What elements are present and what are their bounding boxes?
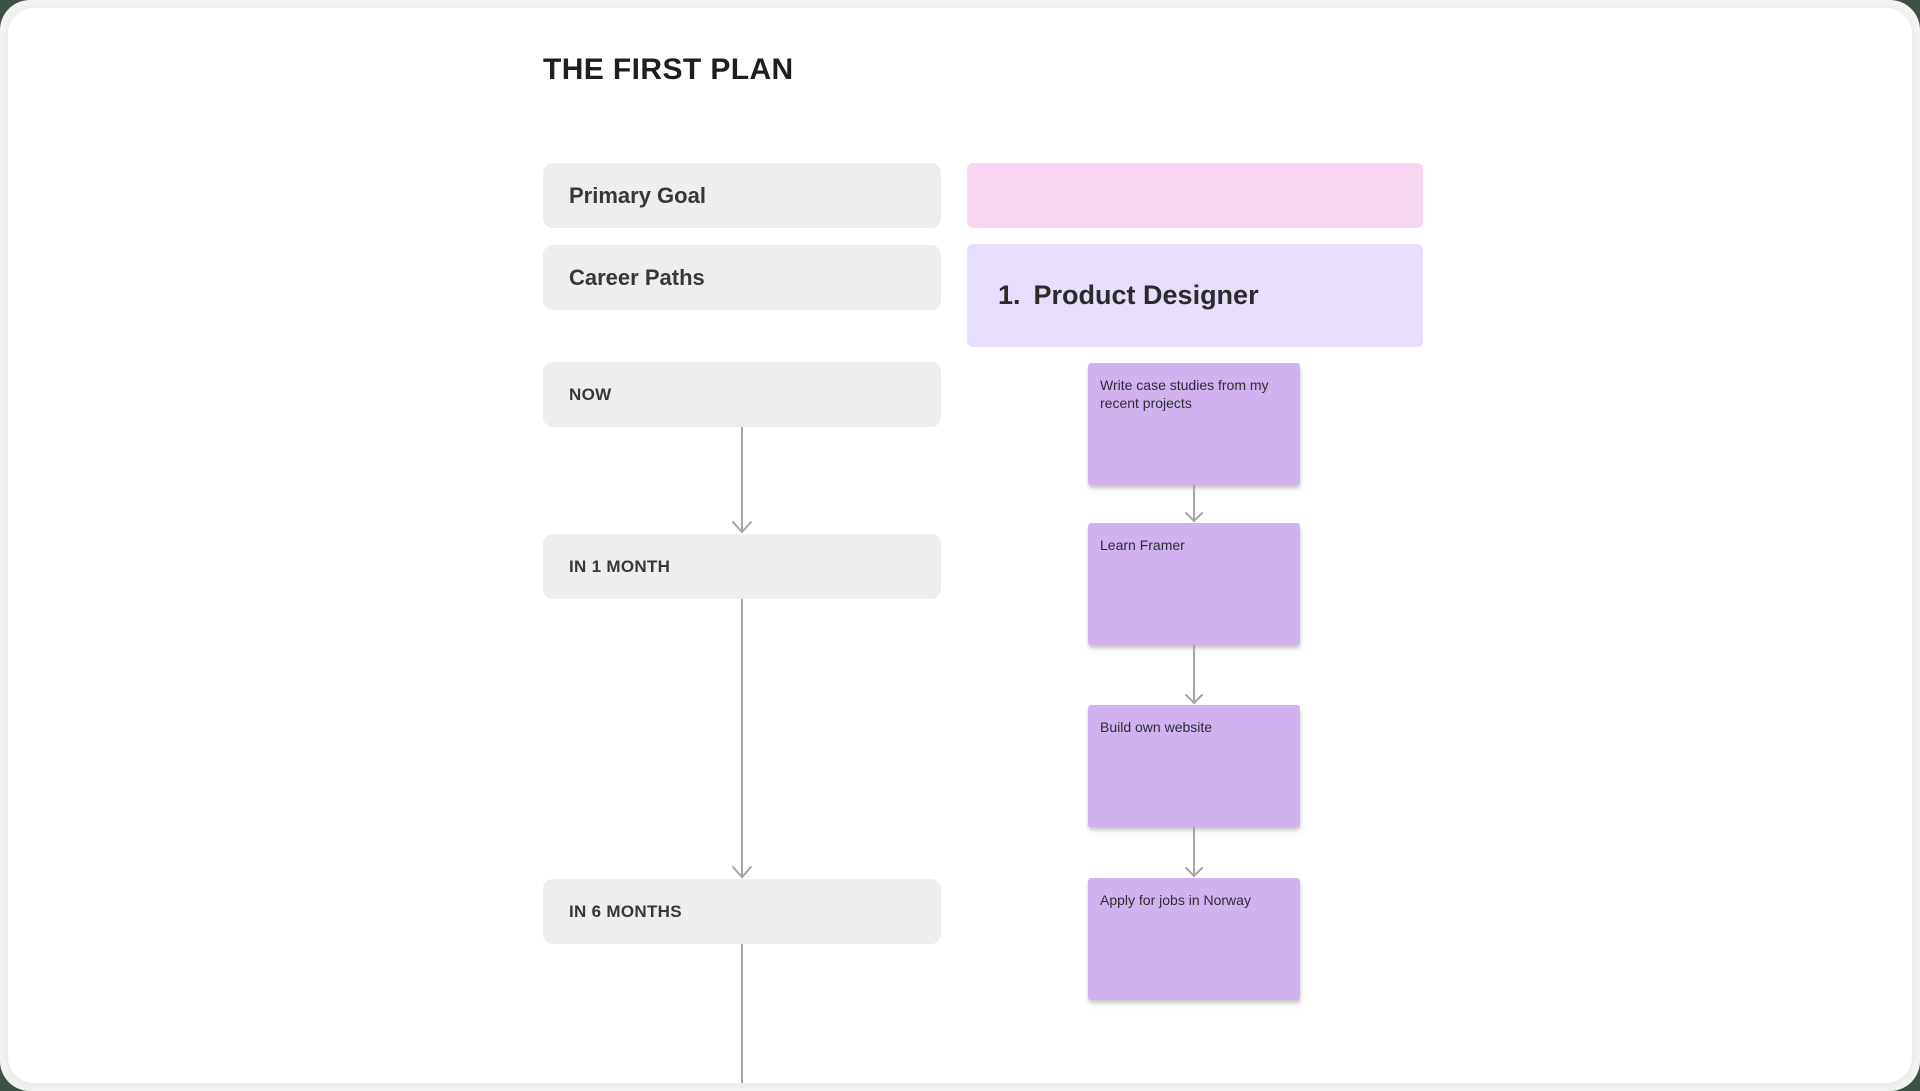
career-path-header[interactable]: 1. Product Designer [967, 244, 1423, 347]
sticky-note-build-website[interactable]: Build own website [1088, 705, 1300, 827]
connector-sticky-2-3 [1182, 645, 1206, 705]
label-in-1-month-text: IN 1 MONTH [569, 556, 671, 576]
board-title[interactable]: THE FIRST PLAN [543, 53, 794, 86]
label-career-paths[interactable]: Career Paths [543, 245, 941, 310]
sticky-note-text: Write case studies from my recent projec… [1100, 377, 1269, 412]
career-path-number: 1. [998, 280, 1021, 310]
board-card [8, 8, 1912, 1083]
label-in-6-months[interactable]: IN 6 MONTHS [543, 879, 941, 944]
sticky-note-learn-framer[interactable]: Learn Framer [1088, 523, 1300, 645]
sticky-note-apply-jobs[interactable]: Apply for jobs in Norway [1088, 878, 1300, 1000]
connector-1month-to-6months [730, 599, 754, 879]
label-primary-goal[interactable]: Primary Goal [543, 163, 941, 228]
label-primary-goal-text: Primary Goal [569, 182, 706, 208]
career-path-name: Product Designer [1033, 280, 1259, 310]
connector-now-to-1month [730, 427, 754, 534]
label-now-text: NOW [569, 384, 612, 404]
label-in-1-month[interactable]: IN 1 MONTH [543, 534, 941, 599]
label-now[interactable]: NOW [543, 362, 941, 427]
connector-sticky-3-4 [1182, 827, 1206, 878]
sticky-note-case-studies[interactable]: Write case studies from my recent projec… [1088, 363, 1300, 485]
label-career-paths-text: Career Paths [569, 264, 705, 290]
sticky-note-text: Build own website [1100, 719, 1213, 735]
primary-goal-note[interactable] [967, 163, 1423, 228]
sticky-note-text: Apply for jobs in Norway [1100, 892, 1251, 908]
sticky-note-text: Learn Framer [1100, 537, 1185, 553]
connector-6months-continuation [730, 944, 754, 1083]
label-in-6-months-text: IN 6 MONTHS [569, 901, 682, 921]
connector-sticky-1-2 [1182, 485, 1206, 523]
